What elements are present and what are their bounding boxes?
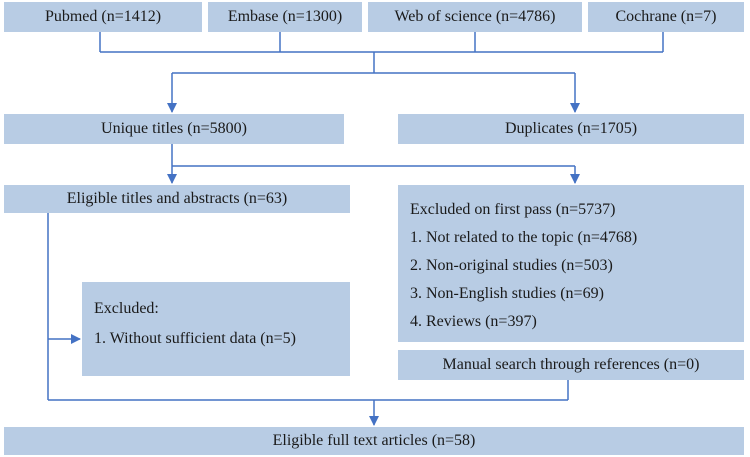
excluded-item: 1. Without sufficient data (n=5) [94, 330, 296, 347]
excluded-first-pass-item: 2. Non-original studies (n=503) [410, 257, 613, 274]
duplicates-label: Duplicates (n=1705) [504, 120, 638, 137]
eligible-titles-label: Eligible titles and abstracts (n=63) [66, 190, 288, 207]
manual-search-label: Manual search through references (n=0) [442, 356, 700, 373]
eligible-full-text-label: Eligible full text articles (n=58) [272, 432, 476, 449]
eligible-titles-box: Eligible titles and abstracts (n=63) [4, 185, 350, 213]
source-cochrane-box: Cochrane (n=7) [588, 2, 744, 32]
duplicates-box: Duplicates (n=1705) [398, 114, 744, 144]
excluded-title: Excluded: [94, 300, 159, 317]
excluded-first-pass-item: 3. Non-English studies (n=69) [410, 285, 604, 302]
manual-search-box: Manual search through references (n=0) [398, 350, 744, 380]
source-cochrane-label: Cochrane (n=7) [615, 8, 717, 25]
source-embase-label: Embase (n=1300) [227, 8, 343, 25]
source-pubmed-label: Pubmed (n=1412) [44, 8, 162, 25]
source-wos-box: Web of science (n=4786) [368, 2, 582, 32]
excluded-first-pass-title: Excluded on first pass (n=5737) [410, 201, 616, 218]
unique-titles-label: Unique titles (n=5800) [101, 120, 247, 137]
excluded-first-pass-item: 1. Not related to the topic (n=4768) [410, 229, 638, 246]
unique-titles-box: Unique titles (n=5800) [4, 114, 344, 144]
eligible-full-text-box: Eligible full text articles (n=58) [4, 427, 744, 455]
source-wos-label: Web of science (n=4786) [394, 8, 556, 25]
source-embase-box: Embase (n=1300) [208, 2, 362, 32]
excluded-first-pass-item: 4. Reviews (n=397) [410, 313, 537, 330]
excluded-box: Excluded: 1. Without sufficient data (n=… [82, 282, 350, 376]
source-pubmed-box: Pubmed (n=1412) [4, 2, 202, 32]
excluded-first-pass-box: Excluded on first pass (n=5737) 1. Not r… [398, 185, 744, 342]
